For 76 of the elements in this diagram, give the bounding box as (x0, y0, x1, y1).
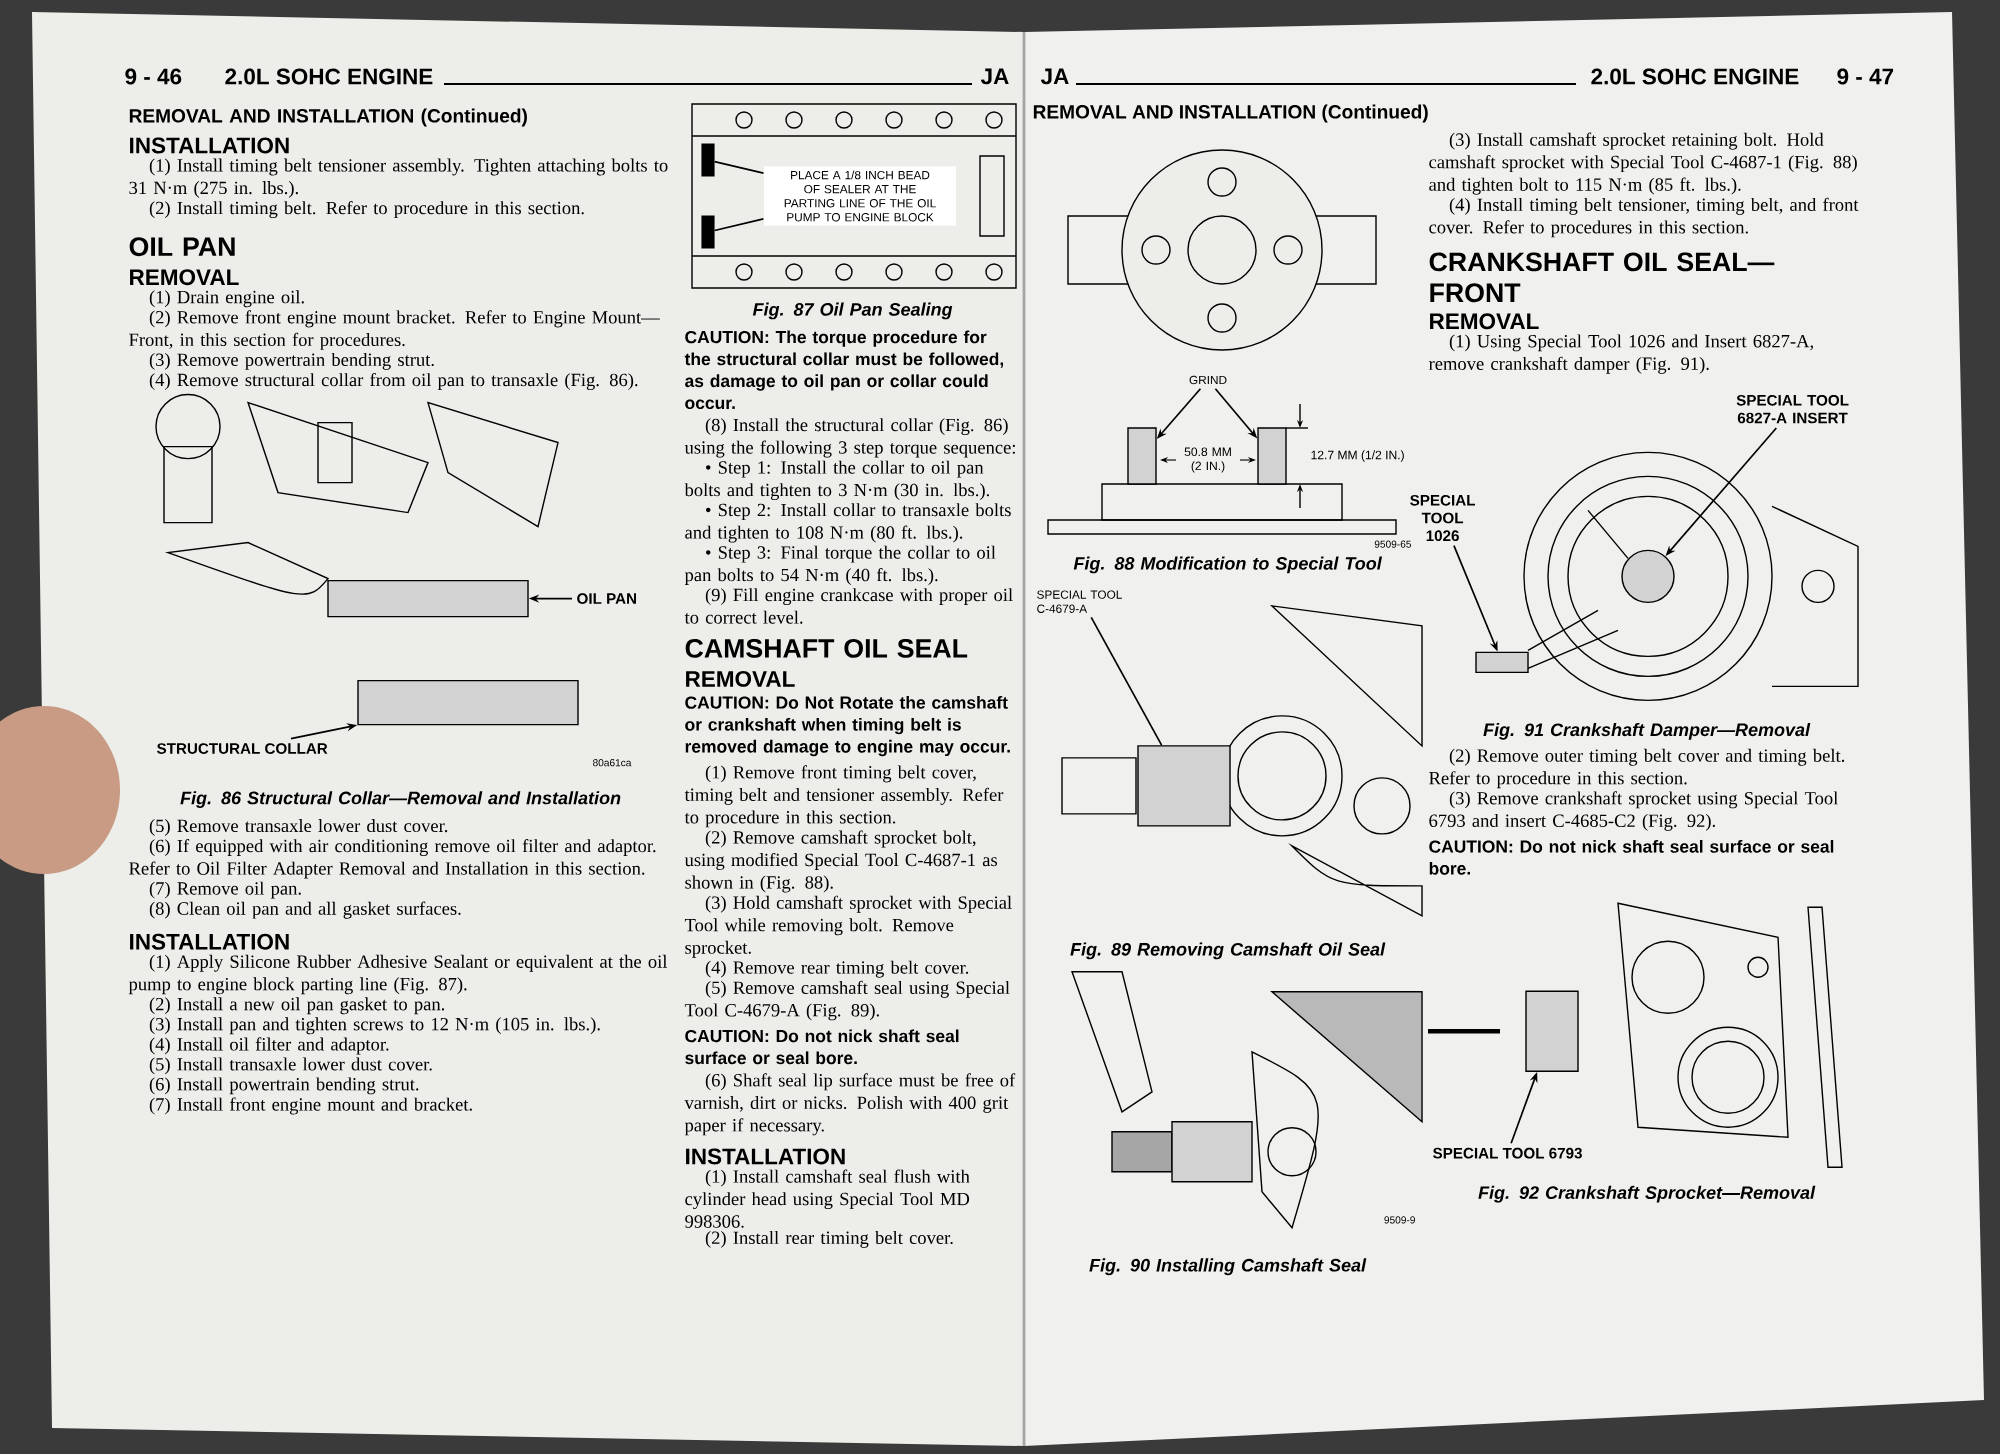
step-text: (5) Remove transaxle lower dust cover. (149, 819, 448, 836)
figure-caption: Fig. 91 Crankshaft Damper—Removal (1483, 722, 1811, 740)
step-text: (7) Install front engine mount and bracket. (149, 1097, 472, 1115)
subsection-heading: REMOVAL (686, 670, 795, 687)
step-text: (3) Remove crankshaft sprocket using Special Tool 6793 and insert C-4685-C2 (Fig. 92). (1429, 791, 1838, 831)
step-text: (4) Remove structural collar from oil pan to transaxle (Fig. 86). (149, 372, 638, 391)
leader-line (713, 160, 765, 174)
step-text: (1) Drain engine oil. (149, 290, 304, 308)
step-text: (6) If equipped with air conditioning remove oil filter and adaptor. Refer to Oil Filter Adapter Removal and Installation in this section. (129, 839, 656, 879)
caution-text: CAUTION: The torque procedure for the structural collar must be followed, as damage to oil pan or collar could occur. (684, 330, 1003, 410)
subsection-heading: INSTALLATION (130, 137, 289, 154)
step-text: (1) Using Special Tool 1026 and Insert 6827-A, remove crankshaft damper (Fig. 91). (1428, 334, 1813, 374)
step-text: (9) Fill engine crankcase with proper oil to correct level. (684, 588, 1013, 624)
step-text: (3) Remove powertrain bending strut. (149, 352, 434, 370)
step-text: (3) Install camshaft sprocket retaining bolt. Hold camshaft sprocket with Special Tool C-4687-1 (Fig. 88) and tighten bolt to 115 N·m (85 ft. lbs.). (1429, 132, 1857, 195)
step-text: (4) Install oil filter and adaptor. (149, 1037, 389, 1055)
section-code: JA (1040, 68, 1069, 85)
step-text: (3) Hold camshaft sprocket with Special Tool while removing bolt. Remove sprocket. (684, 895, 1012, 958)
subsection-heading: REMOVAL (130, 269, 239, 286)
caution-text: CAUTION: Do not nick shaft seal surface or seal bore. (685, 1029, 959, 1065)
sprocket-puller (1525, 990, 1579, 1072)
step-text: (6) Install powertrain bending strut. (149, 1077, 419, 1095)
figure-caption: Fig. 92 Crankshaft Sprocket—Removal (1478, 1185, 1816, 1203)
section-heading: REMOVAL AND INSTALLATION (Continued) (129, 108, 527, 127)
step-text: (6) Shaft seal lip surface must be free of varnish, dirt or nicks. Polish with 400 grit paper if necessary. (684, 1073, 1016, 1136)
step-text: (4) Remove rear timing belt cover. (705, 960, 969, 978)
leader-line (713, 218, 765, 232)
step-text: (5) Remove camshaft seal using Special Tool C-4679-A (Fig. 89). (684, 980, 1010, 1021)
puller-handle (1475, 651, 1529, 674)
step-text: (2) Remove camshaft sprocket bolt, using modified Special Tool C-4687-1 as shown in (Fig. 88). (684, 830, 998, 893)
topic-heading: CAMSHAFT OIL SEAL (685, 638, 968, 658)
step-text: (1) Install timing belt tensioner assembly. Tighten attaching bolts to 31 N·m (275 in. lbs.). (129, 158, 668, 198)
figure-caption: Fig. 90 Installing Camshaft Seal (1089, 1258, 1367, 1276)
leader-line (1090, 616, 1163, 747)
step-text: (2) Install timing belt. Refer to procedure in this section. (149, 201, 584, 219)
step-text: (1) Apply Silicone Rubber Adhesive Sealant or equivalent at the oil pump to engine block parting line (Fig. 87). (128, 954, 668, 995)
step-text: • Step 3: Final torque the collar to oil pan bolts to 54 N·m (40 ft. lbs.). (684, 545, 996, 586)
seal-remover (1137, 745, 1231, 827)
caution-text: CAUTION: Do not nick shaft seal surface or seal bore. (1429, 839, 1834, 875)
section-heading: REMOVAL AND INSTALLATION (Continued) (1033, 104, 1428, 123)
step-text: (2) Install a new oil pan gasket to pan. (149, 997, 445, 1015)
step-text: (2) Remove outer timing belt cover and timing belt. Refer to procedure in this section. (1429, 748, 1845, 789)
figure-caption: Fig. 87 Oil Pan Sealing (752, 302, 953, 320)
step-text: (5) Install transaxle lower dust cover. (149, 1057, 432, 1075)
figure-caption: Fig. 89 Removing Camshaft Oil Seal (1070, 942, 1386, 960)
parting-line-mark (701, 215, 715, 249)
section-code: JA (980, 68, 1009, 85)
running-head: 2.0L SOHC ENGINE (225, 68, 433, 85)
step-text: (1) Remove front timing belt cover, timing belt and tensioner assembly. Refer to procedure in this section. (684, 765, 1004, 828)
tool-lug (1127, 427, 1157, 485)
tool-lug (1257, 427, 1287, 485)
figure-caption: Fig. 86 Structural Collar—Removal and Installation (180, 791, 621, 808)
step-text: (3) Install pan and tighten screws to 12 N·m (105 in. lbs.). (149, 1017, 600, 1035)
topic-heading: OIL PAN (129, 237, 235, 257)
step-text: (8) Install the structural collar (Fig. 86) using the following 3 step torque sequence: (684, 418, 1015, 458)
parting-line-mark (701, 143, 715, 177)
step-text: (2) Remove front engine mount bracket. Refer to Engine Mount—Front, in this section for procedures. (129, 310, 660, 350)
caution-text: CAUTION: Do Not Rotate the camshaft or crankshaft when timing belt is removed damage to engine may occur. (685, 696, 1010, 757)
step-text: • Step 2: Install collar to transaxle bolts and tighten to 108 N·m (80 ft. lbs.). (685, 503, 1011, 543)
step-text: (8) Clean oil pan and all gasket surfaces. (149, 901, 461, 919)
running-head: 2.0L SOHC ENGINE (1591, 68, 1799, 85)
structural-collar (357, 679, 579, 726)
step-text: (2) Install rear timing belt cover. (705, 1231, 953, 1248)
topic-heading: CRANKSHAFT OIL SEAL—FRONT (1429, 252, 1775, 303)
damper-hub (1621, 549, 1675, 604)
figure-caption: Fig. 88 Modification to Special Tool (1073, 556, 1383, 574)
oil-pan (327, 579, 529, 618)
page-number: 9 - 46 (125, 68, 182, 85)
subsection-heading: INSTALLATION (130, 933, 289, 950)
step-text: • Step 1: Install the collar to oil pan bolts and tighten to 3 N·m (30 in. lbs.). (684, 460, 989, 501)
step-text: (1) Install camshaft seal flush with cylinder head using Special Tool MD 998306. (685, 1169, 970, 1228)
step-text: (7) Remove oil pan. (149, 881, 301, 899)
subsection-heading: REMOVAL (1430, 313, 1539, 330)
step-text: (4) Install timing belt tensioner, timing belt, and front cover. Refer to procedures in this section. (1429, 197, 1859, 238)
page-number: 9 - 47 (1837, 68, 1894, 85)
subsection-heading: INSTALLATION (686, 1148, 845, 1165)
